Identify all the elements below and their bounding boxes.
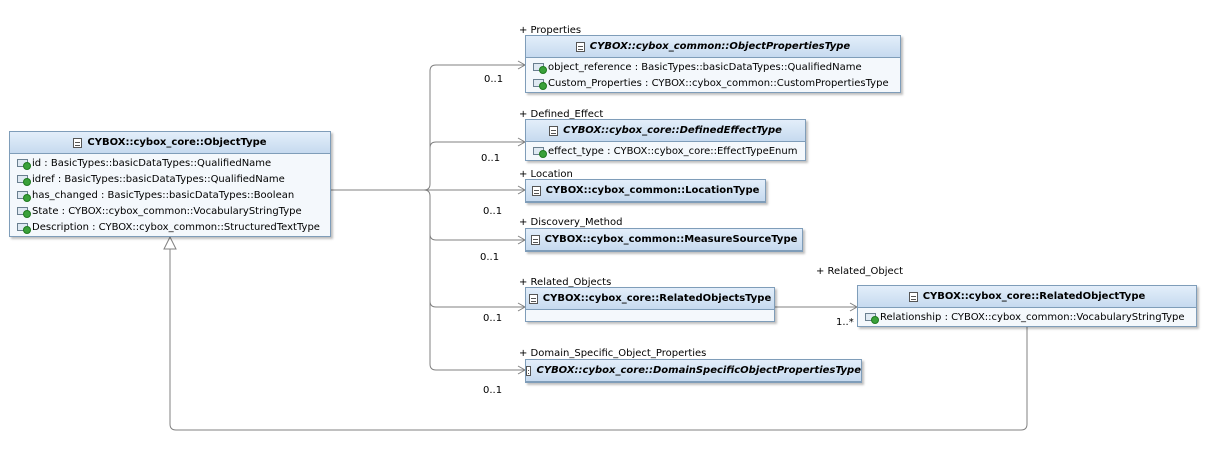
attribute-icon: [533, 147, 547, 158]
class-name: CYBOX::cybox_core::RelatedObjectType: [922, 291, 1146, 302]
assoc-domain-specific-line: [429, 301, 525, 371]
class-measure-source-type[interactable]: CYBOX::cybox_common::MeasureSourceType: [525, 228, 803, 252]
attribute-compartment: id : BasicTypes::basicDataTypes::Qualifi…: [10, 154, 330, 236]
class-header: CYBOX::cybox_core::RelatedObjectType: [858, 286, 1196, 308]
role-label-related-object: + Related_Object: [816, 266, 904, 277]
class-icon: [526, 365, 532, 376]
attribute-row: idref : BasicTypes::basicDataTypes::Qual…: [10, 171, 330, 187]
multiplicity-location: 0..1: [483, 206, 503, 217]
attribute-icon: [17, 207, 31, 218]
attribute-compartment: [526, 310, 774, 321]
role-label-location: + Location: [519, 169, 573, 180]
attribute-row: Custom_Properties : CYBOX::cybox_common:…: [526, 75, 900, 91]
class-header: CYBOX::cybox_common::MeasureSourceType: [526, 229, 802, 251]
attribute-icon: [17, 191, 31, 202]
attribute-icon: [533, 79, 547, 90]
class-related-object-type[interactable]: CYBOX::cybox_core::RelatedObjectType Rel…: [857, 285, 1197, 327]
attribute-compartment: Relationship : CYBOX::cybox_common::Voca…: [858, 308, 1196, 326]
assoc-defined-effect-line: [429, 141, 525, 149]
class-object-properties-type[interactable]: CYBOX::cybox_common::ObjectPropertiesTyp…: [525, 35, 901, 93]
class-defined-effect-type[interactable]: CYBOX::cybox_core::DefinedEffectType eff…: [525, 119, 806, 161]
assoc-properties-line: [423, 64, 525, 191]
attribute-icon: [865, 313, 879, 324]
class-header: CYBOX::cybox_core::DomainSpecificObjectP…: [526, 360, 861, 382]
attribute-row: State : CYBOX::cybox_common::VocabularyS…: [10, 203, 330, 219]
class-header: CYBOX::cybox_core::RelatedObjectsType: [526, 288, 774, 310]
class-icon: [531, 185, 541, 196]
class-domain-specific-object-properties-type[interactable]: CYBOX::cybox_core::DomainSpecificObjectP…: [525, 359, 862, 383]
class-object-type[interactable]: CYBOX::cybox_core::ObjectType id : Basic…: [9, 131, 331, 237]
class-icon: [528, 293, 538, 304]
attribute-icon: [17, 175, 31, 186]
class-icon: [549, 125, 559, 136]
class-icon: [73, 137, 83, 148]
role-label-properties: + Properties: [519, 25, 582, 36]
multiplicity-domain-specific: 0..1: [483, 385, 503, 396]
attribute-row: id : BasicTypes::basicDataTypes::Qualifi…: [10, 155, 330, 171]
role-label-related-objects: + Related_Objects: [519, 277, 612, 288]
generalization-line: [169, 240, 1028, 431]
multiplicity-related-objects: 0..1: [483, 313, 503, 324]
attribute-row: Relationship : CYBOX::cybox_common::Voca…: [858, 309, 1196, 325]
attribute-label: Custom_Properties : CYBOX::cybox_common:…: [548, 77, 889, 89]
class-header: CYBOX::cybox_core::DefinedEffectType: [526, 120, 805, 142]
attribute-row: Description : CYBOX::cybox_common::Struc…: [10, 219, 330, 235]
attribute-compartment: effect_type : CYBOX::cybox_core::EffectT…: [526, 142, 805, 160]
class-name: CYBOX::cybox_core::DomainSpecificObjectP…: [536, 365, 861, 376]
attribute-label: id : BasicTypes::basicDataTypes::Qualifi…: [32, 157, 272, 169]
attribute-label: Description : CYBOX::cybox_common::Struc…: [32, 221, 320, 233]
role-label-domain-specific: + Domain_Specific_Object_Properties: [519, 348, 707, 359]
attribute-compartment: object_reference : BasicTypes::basicData…: [526, 58, 900, 92]
attribute-icon: [17, 223, 31, 234]
multiplicity-defined-effect: 0..1: [481, 153, 501, 164]
class-icon: [575, 41, 585, 52]
attribute-icon: [17, 159, 31, 170]
assoc-related-objects-line: [429, 234, 525, 308]
attribute-label: State : CYBOX::cybox_common::VocabularyS…: [32, 205, 302, 217]
class-icon: [530, 234, 540, 245]
class-related-objects-type[interactable]: CYBOX::cybox_core::RelatedObjectsType: [525, 287, 775, 322]
attribute-row: has_changed : BasicTypes::basicDataTypes…: [10, 187, 330, 203]
class-name: CYBOX::cybox_common::LocationType: [545, 185, 760, 196]
class-header: CYBOX::cybox_common::ObjectPropertiesTyp…: [526, 36, 900, 58]
generalization-triangle: [163, 235, 177, 250]
class-name: CYBOX::cybox_core::DefinedEffectType: [563, 125, 782, 136]
attribute-label: object_reference : BasicTypes::basicData…: [548, 61, 862, 73]
attribute-row: object_reference : BasicTypes::basicData…: [526, 59, 900, 75]
multiplicity-properties: 0..1: [484, 74, 504, 85]
assoc-discovery-line: [423, 189, 525, 241]
class-header: CYBOX::cybox_core::ObjectType: [10, 132, 330, 154]
role-label-defined-effect: + Defined_Effect: [519, 109, 604, 120]
attribute-label: idref : BasicTypes::basicDataTypes::Qual…: [32, 173, 285, 185]
class-name: CYBOX::cybox_core::RelatedObjectsType: [542, 293, 772, 304]
multiplicity-discovery-method: 0..1: [480, 252, 500, 263]
multiplicity-related-object: 1..*: [836, 317, 854, 328]
role-label-discovery-method: + Discovery_Method: [519, 217, 623, 228]
class-location-type[interactable]: CYBOX::cybox_common::LocationType: [525, 179, 766, 203]
attribute-icon: [533, 63, 547, 74]
class-name: CYBOX::cybox_common::ObjectPropertiesTyp…: [589, 41, 851, 52]
class-icon: [908, 291, 918, 302]
attribute-row: effect_type : CYBOX::cybox_core::EffectT…: [526, 143, 805, 159]
class-name: CYBOX::cybox_common::MeasureSourceType: [544, 234, 798, 245]
attribute-label: effect_type : CYBOX::cybox_core::EffectT…: [548, 145, 798, 157]
attribute-label: Relationship : CYBOX::cybox_common::Voca…: [880, 311, 1185, 323]
class-name: CYBOX::cybox_core::ObjectType: [87, 137, 267, 148]
class-header: CYBOX::cybox_common::LocationType: [526, 180, 765, 202]
attribute-label: has_changed : BasicTypes::basicDataTypes…: [32, 189, 295, 201]
